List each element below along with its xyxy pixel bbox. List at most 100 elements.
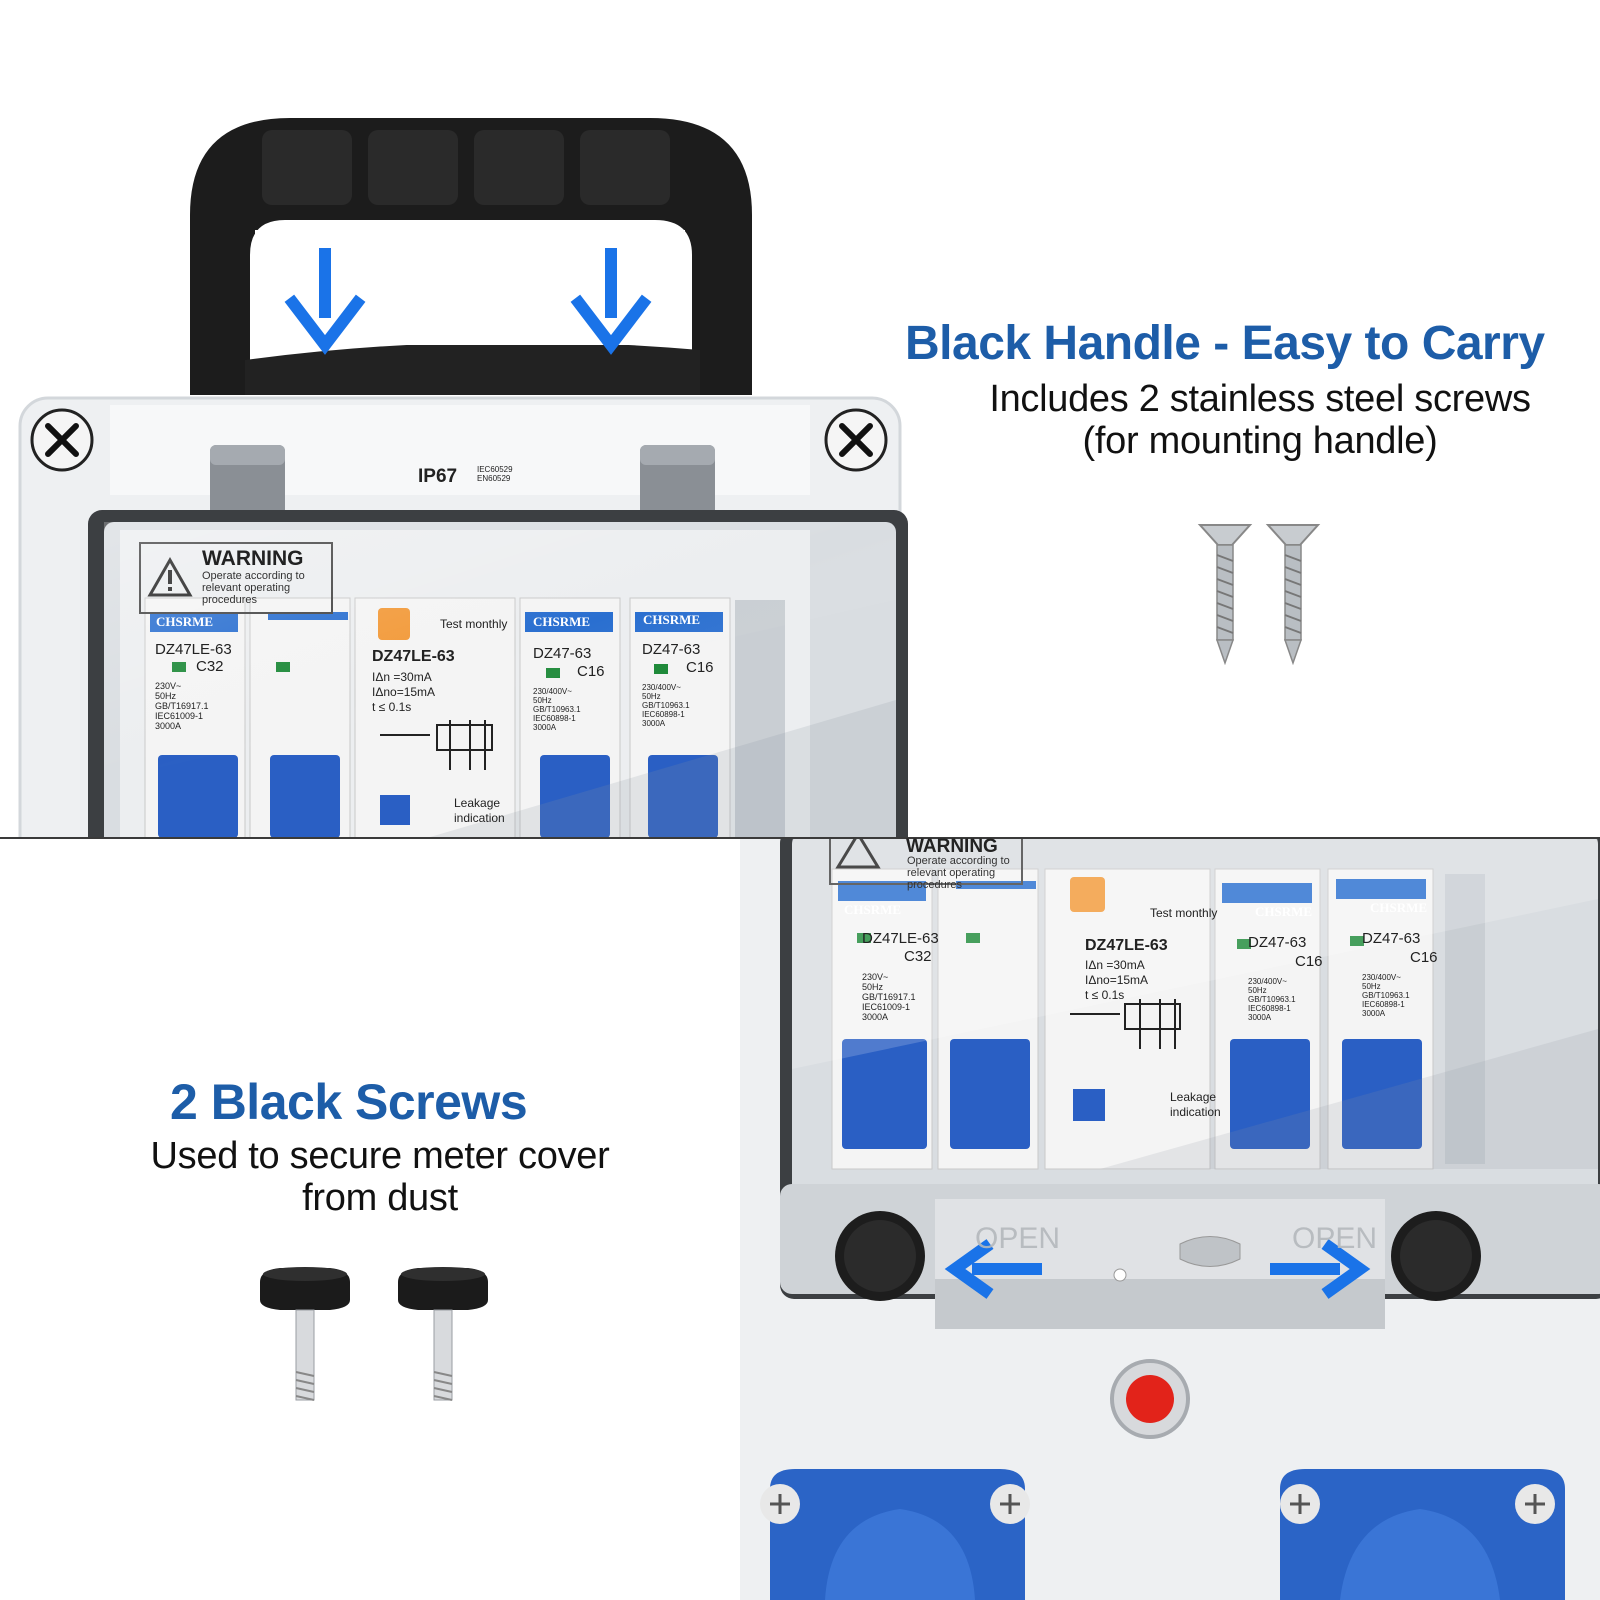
breaker-specs: 230V~ 50Hz GB/T16917.1 IEC61009-1 3000A [862,972,916,1022]
breaker-specs: 230/400V~ 50Hz GB/T10963.1 IEC60898-1 30… [1248,977,1296,1022]
spec: 50Hz [642,692,661,701]
warning-line-1: Operate according to [202,570,305,582]
breaker-model: DZ47LE-63 [862,930,939,947]
handle-description-line-1: Includes 2 stainless steel screws [989,378,1531,420]
spec: GB/T10963.1 [1362,991,1410,1000]
test-monthly-label: Test monthly [440,617,508,631]
breaker-model: DZ47-63 [1248,934,1307,951]
screws-description: Used to secure meter cover from dust [100,1135,660,1219]
breaker-brand: CHSRME [1255,904,1313,919]
leakage-line-2: indication [1170,1105,1221,1119]
breaker-brand: CHSRME [533,614,591,629]
section-divider [0,837,1600,839]
spec: t ≤ 0.1s [372,700,412,714]
spec: 3000A [642,719,666,728]
handle-description-line-2: (for mounting handle) [1082,420,1438,462]
knob-screw-icon [260,1267,350,1401]
screws-description-line-2: from dust [302,1177,458,1219]
rcd-specs: IΔn =30mA IΔno=15mA t ≤ 0.1s [1085,958,1148,1003]
breaker-brand: CHSRME [643,612,701,627]
spec: IEC60898-1 [1362,1000,1405,1009]
warning-text: Operate according to relevant operating … [202,570,305,606]
warning-line-3: procedures [907,879,963,891]
standard-2: EN60529 [477,474,511,483]
spec: t ≤ 0.1s [1085,988,1125,1002]
spec: 50Hz [1248,986,1267,995]
breaker-rating: C16 [686,659,714,676]
black-screws-image [260,1267,488,1401]
rcd-model: DZ47LE-63 [1085,937,1168,954]
breaker-rating: C32 [904,948,932,965]
leakage-line-1: Leakage [454,796,501,810]
spec: IEC61009-1 [862,1002,911,1012]
leakage-line-2: indication [454,811,505,825]
breaker-rating: C16 [1295,953,1323,970]
breaker-brand: CHSRME [844,902,902,917]
breaker-specs: 230V~ 50Hz GB/T16917.1 IEC61009-1 3000A [155,681,209,731]
warning-title: WARNING [202,547,304,570]
screws-heading: 2 Black Screws [170,1074,528,1130]
warning-text: Operate according to relevant operating … [907,855,1010,891]
spec: 50Hz [862,982,884,992]
warning-line-2: relevant operating [202,582,291,594]
breaker-model: DZ47-63 [1362,930,1421,947]
spec: 3000A [533,723,557,732]
spec: IΔn =30mA [372,670,432,684]
spec: IEC60898-1 [1248,1004,1291,1013]
spec: 230V~ [155,681,182,691]
spec: GB/T10963.1 [642,701,690,710]
warning-line-1: Operate according to [907,855,1010,867]
rcd-specs: IΔn =30mA IΔno=15mA t ≤ 0.1s [372,670,435,715]
spec: 230/400V~ [642,683,681,692]
spec: IΔn =30mA [1085,958,1145,972]
ip-rating-label: IP67 [418,466,458,487]
spec: GB/T16917.1 [155,701,209,711]
breaker-model: DZ47-63 [533,645,592,662]
screw-icon [30,408,94,472]
top-product-illustration [18,118,908,838]
spec: IEC60898-1 [533,714,576,723]
warning-line-3: procedures [202,594,258,606]
arrow-right-icon [1270,1239,1371,1299]
standard-1: IEC60529 [477,465,513,474]
spec: IEC61009-1 [155,711,204,721]
stainless-screws-image [1197,524,1321,665]
spec: 3000A [1248,1013,1272,1022]
handle-description: Includes 2 stainless steel screws (for m… [940,378,1580,462]
breaker-rating: C32 [196,658,224,675]
spec: 3000A [155,721,182,731]
socket-left [760,1469,1030,1600]
spec: 50Hz [1362,982,1381,991]
handle-heading: Black Handle - Easy to Carry [905,317,1545,370]
red-indicator-light [1110,1359,1190,1439]
warning-triangle-icon [835,839,881,869]
screw-icon [1197,524,1253,665]
socket-right [1280,1469,1565,1600]
spec: IEC60898-1 [642,710,685,719]
warning-title: WARNING [906,836,998,857]
warning-line-2: relevant operating [907,867,996,879]
breaker-rating: C16 [577,663,605,680]
breaker-brand: CHSRME [156,614,214,629]
open-label-left: OPEN [975,1222,1061,1255]
carry-handle [190,118,752,395]
spec: GB/T16917.1 [862,992,916,1002]
open-label-right: OPEN [1292,1222,1378,1255]
screw-icon [824,408,888,472]
breaker-model: DZ47LE-63 [155,641,232,658]
breaker-specs: 230/400V~ 50Hz GB/T10963.1 IEC60898-1 30… [642,683,690,728]
bottom-product-illustration [740,839,1600,1600]
spec: 50Hz [155,691,177,701]
spec: 230V~ [862,972,889,982]
spec: 3000A [1362,1009,1386,1018]
spec: IΔno=15mA [372,685,436,699]
spec: GB/T10963.1 [1248,995,1296,1004]
arrow-down-icon [284,248,366,355]
breaker-specs: 230/400V~ 50Hz GB/T10963.1 IEC60898-1 30… [1362,973,1410,1018]
breaker-model: DZ47-63 [642,641,701,658]
spec: 3000A [862,1012,889,1022]
arrow-left-icon [944,1239,1042,1299]
spec: 230/400V~ [1248,977,1287,986]
spec: 230/400V~ [533,687,572,696]
